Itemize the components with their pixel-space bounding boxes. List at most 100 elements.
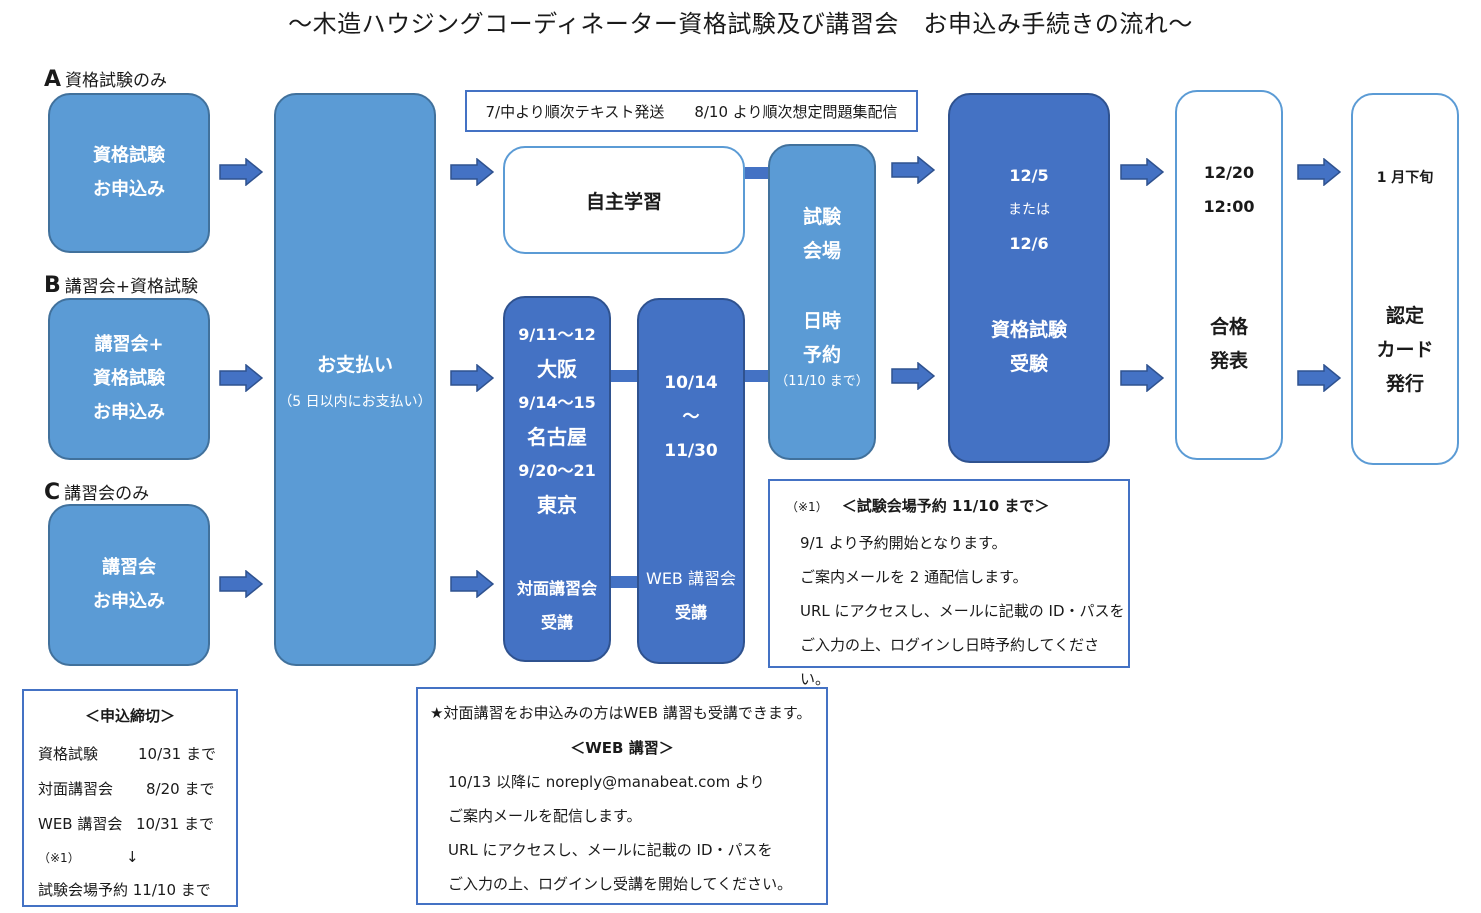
web-note-line-1: 10/13 以降に noreply@manabeat.com より (448, 773, 765, 791)
web-label-2: 受講 (674, 603, 707, 622)
apply-exam-only-box: 資格試験 お申込み (48, 93, 210, 253)
deadline-row: 対面講習会 8/20 まで (38, 772, 236, 807)
web-course-box: 10/14 ～ 11/30 WEB 講習会 受講 (637, 298, 745, 664)
exam-box: 12/5 または 12/6 資格試験 受験 (948, 93, 1110, 463)
payment-note: （5 日以内にお支払い） (278, 393, 432, 410)
right-arrow-icon (1297, 364, 1341, 392)
card-issue-box: 1 月下旬 認定 カード 発行 (1351, 93, 1459, 465)
right-arrow-icon (450, 570, 494, 598)
down-arrow-icon: ↓ (126, 848, 139, 866)
web-label-1: WEB 講習会 (646, 569, 736, 588)
result-label-1: 合格 (1209, 316, 1248, 338)
connector-study-venue (745, 167, 769, 179)
deadline-mark: （※1） (38, 851, 80, 865)
exam-or: または (1008, 202, 1050, 218)
face-date-1: 9/11～12 (518, 325, 596, 344)
payment-title: お支払い (316, 353, 393, 376)
venue-line-2: 会場 (802, 240, 841, 262)
web-from: 10/14 (664, 373, 718, 393)
card-label-2: カード (1376, 339, 1434, 361)
venue-line-3: 日時 (802, 310, 841, 332)
shipping-note: 7/中より順次テキスト発送 8/10 より順次想定問題集配信 (465, 90, 918, 132)
venue-line-1: 試験 (802, 206, 841, 228)
web-to: 11/30 (664, 441, 718, 461)
face-date-3: 9/20～21 (518, 461, 596, 480)
result-label-2: 発表 (1209, 350, 1248, 372)
card-date: 1 月下旬 (1376, 170, 1434, 186)
deadline-date-3: 10/31 まで (136, 815, 214, 833)
web-note-line-3: URL にアクセスし、メールに記載の ID・パスを (448, 841, 773, 859)
face-city-1: 大阪 (537, 357, 577, 381)
page-title: ～木造ハウジングコーディネーター資格試験及び講習会 お申込み手続きの流れ～ (288, 10, 1193, 38)
face-label-1: 対面講習会 (516, 579, 597, 598)
result-time: 12:00 (1203, 197, 1255, 216)
deadline-note: ＜申込締切＞ 資格試験 10/31 まで 対面講習会 8/20 まで WEB 講習会… (22, 689, 238, 907)
venue-note-heading: ＜試験会場予約 11/10 まで＞ (841, 497, 1050, 515)
result-box: 12/20 12:00 合格 発表 (1175, 90, 1283, 460)
web-note-heading: ＜WEB 講習＞ (570, 739, 674, 757)
face-label-2: 受講 (540, 613, 573, 632)
face-city-2: 名古屋 (527, 425, 587, 449)
payment-box: お支払い （5 日以内にお支払い） (274, 93, 436, 666)
right-arrow-icon (1120, 364, 1164, 392)
group-c-text: 講習会のみ (64, 484, 150, 504)
group-a-letter: A (44, 67, 62, 92)
face-date-2: 9/14～15 (518, 393, 596, 412)
web-course-note: ★対面講習をお申込みの方はWEB 講習も受講できます。 ＜WEB 講習＞ 10/… (416, 687, 828, 905)
right-arrow-icon (1297, 158, 1341, 186)
right-arrow-icon (219, 364, 263, 392)
exam-label-2: 受験 (1009, 353, 1048, 375)
group-b-text: 講習会+資格試験 (64, 277, 199, 297)
venue-note-mark: （※1） (786, 500, 828, 514)
deadline-item-3: WEB 講習会 (38, 815, 123, 833)
apply-b-line-1: 講習会+ (94, 334, 164, 355)
face-to-face-course-box: 9/11～12 大阪 9/14～15 名古屋 9/20～21 東京 対面講習会 … (503, 296, 611, 662)
apply-c-line-2: お申込み (93, 591, 165, 612)
deadline-last: 試験会場予約 11/10 まで (38, 881, 211, 899)
apply-a-line-1: 資格試験 (93, 145, 165, 166)
web-note-line-4: ご入力の上、ログインし受講を開始してください。 (448, 875, 793, 893)
deadline-row: 資格試験 10/31 まで (38, 737, 236, 772)
face-city-3: 東京 (537, 493, 577, 517)
venue-note-line-3: URL にアクセスし、メールに記載の ID・パスを (800, 602, 1125, 620)
venue-booking-box: 試験 会場 日時 予約 （11/10 まで） (768, 144, 876, 460)
venue-deadline: （11/10 まで） (775, 374, 869, 389)
connector-face-web-bottom (610, 576, 638, 588)
apply-b-line-2: 資格試験 (93, 368, 165, 389)
venue-note-line-1: 9/1 より予約開始となります。 (800, 534, 1007, 552)
group-a-text: 資格試験のみ (65, 71, 168, 91)
result-date: 12/20 (1203, 163, 1255, 182)
venue-line-4: 予約 (802, 344, 841, 366)
exam-date-2: 12/6 (1009, 234, 1049, 253)
right-arrow-icon (219, 158, 263, 186)
deadline-row: WEB 講習会 10/31 まで (38, 807, 236, 842)
self-study-box: 自主学習 (503, 146, 745, 254)
deadline-date-1: 10/31 まで (138, 745, 216, 763)
connector-face-web-top (610, 370, 638, 382)
apply-b-line-3: お申込み (93, 402, 165, 423)
deadline-item-1: 資格試験 (38, 745, 99, 763)
right-arrow-icon (219, 570, 263, 598)
deadline-heading: ＜申込締切＞ (84, 707, 175, 725)
web-tilde: ～ (682, 407, 700, 427)
apply-c-line-1: 講習会 (102, 557, 156, 578)
right-arrow-icon (450, 364, 494, 392)
group-b-letter: B (44, 273, 61, 298)
exam-date-1: 12/5 (1009, 166, 1049, 185)
apply-course-only-box: 講習会 お申込み (48, 504, 210, 666)
card-label-1: 認定 (1385, 305, 1424, 327)
venue-note-line-4: ご入力の上、ログインし日時予約してください。 (800, 636, 1100, 688)
venue-booking-note: （※1） ＜試験会場予約 11/10 まで＞ 9/1 より予約開始となります。 ご… (768, 479, 1130, 688)
right-arrow-icon (450, 158, 494, 186)
apply-course-and-exam-box: 講習会+ 資格試験 お申込み (48, 298, 210, 460)
right-arrow-icon (1120, 158, 1164, 186)
deadline-date-2: 8/20 まで (146, 780, 215, 798)
card-label-3: 発行 (1385, 373, 1424, 395)
deadline-item-2: 対面講習会 (38, 780, 114, 798)
right-arrow-icon (891, 362, 935, 390)
web-note-line-2: ご案内メールを配信します。 (448, 807, 642, 825)
web-note-star: ★対面講習をお申込みの方はWEB 講習も受講できます。 (430, 704, 812, 722)
